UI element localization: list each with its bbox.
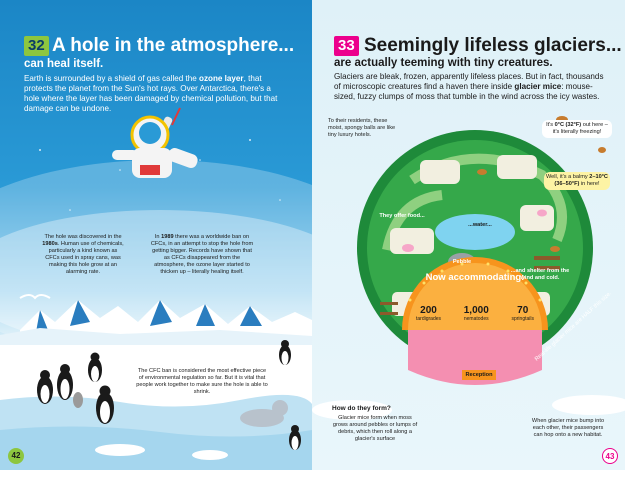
label-shelter: ...and shelter from the wind and cold. [510, 268, 570, 281]
sign-title: Now accommodating: [425, 272, 525, 283]
penguin-icon [37, 340, 301, 450]
page-subtitle: are actually teeming with tiny creatures… [334, 57, 553, 69]
label-pebble: Pebble [452, 259, 472, 265]
stat-nematodes: 1,000 nematodes [463, 305, 489, 322]
reception-sign: Reception [465, 372, 493, 378]
stat-tardigrades: 200 tardigrades [416, 305, 442, 322]
stat-springtails: 70 springtails [511, 305, 534, 322]
astronaut-icon [112, 107, 198, 178]
note-discovery: The hole was discovered in the 1980s. Hu… [42, 234, 124, 275]
label-water: ...water... [468, 222, 492, 228]
label-food: They offer food... [379, 213, 425, 219]
glacier-mouse-rooms [312, 116, 625, 420]
page-number: 42 [8, 448, 24, 464]
seal-icon [240, 400, 288, 427]
stats-row: 200 tardigrades 1,000 nematodes 70 sprin… [416, 305, 534, 322]
note-ban: In 1989 there was a worldwide ban on CFC… [150, 234, 254, 275]
intro-paragraph: Glaciers are bleak, frozen, apparently l… [334, 72, 604, 101]
right-page: 33 Seemingly lifeless glaciers... are ac… [312, 0, 625, 470]
page-number: 43 [602, 448, 618, 464]
left-page: 32 A hole in the atmosphere... can heal … [0, 0, 312, 470]
fact-number-badge: 33 [334, 36, 359, 56]
temperature-outside-bubble: It's 0°C (32°F) out here – it's literall… [542, 120, 612, 138]
page-subtitle: can heal itself. [24, 58, 104, 70]
temperature-inside-bubble: Well, it's a balmy 2–10°C (36–50°F) in h… [544, 172, 610, 190]
form-answer: Glacier mice form when moss grows around… [332, 415, 418, 442]
form-question: How do they form? [332, 405, 391, 412]
intro-paragraph: Earth is surrounded by a shield of gas c… [24, 74, 278, 113]
page-title: Seemingly lifeless glaciers... [364, 35, 622, 56]
bump-note: When glacier mice bump into each other, … [531, 418, 605, 438]
fact-number-badge: 32 [24, 36, 49, 56]
note-residents: To their residents, these moist, spongy … [328, 118, 396, 138]
antarctica-illustration [0, 107, 312, 470]
page-title: A hole in the atmosphere... [52, 35, 295, 56]
page-bottom-margin [0, 470, 625, 500]
note-regulation: The CFC ban is considered the most effec… [136, 368, 268, 395]
